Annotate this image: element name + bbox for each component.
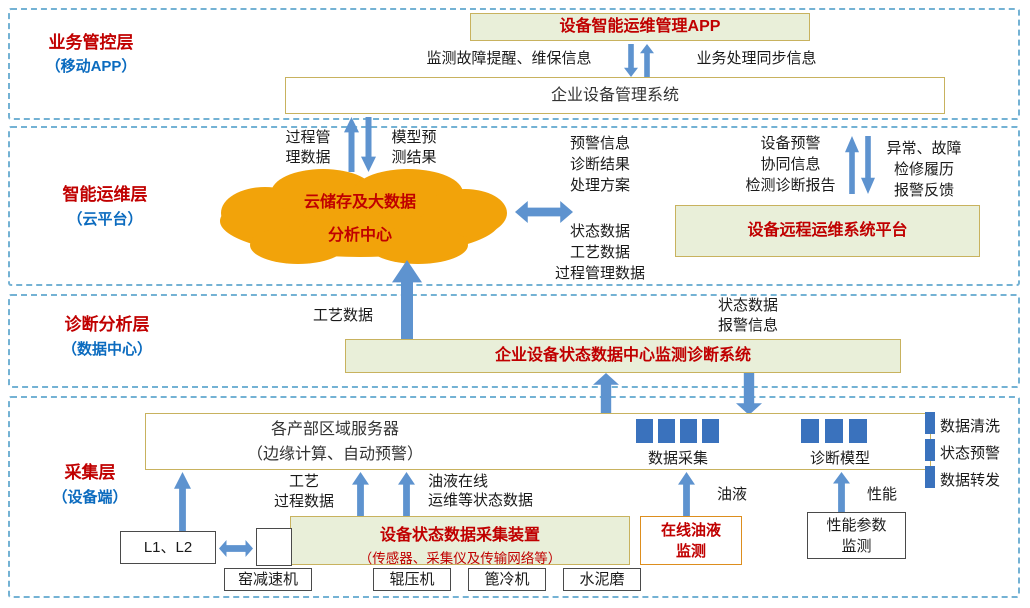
regional-server-box <box>145 413 931 470</box>
diag-model-module-square <box>825 419 843 443</box>
label-warning-info: 预警信息 <box>569 135 630 152</box>
label-alarm-feedback: 报警反馈 <box>893 182 954 199</box>
layer-intelligent-frame <box>8 126 1020 286</box>
label-craft-data: 工艺数据 <box>569 244 630 261</box>
label-perf: 性能 <box>866 486 897 503</box>
layer-intelligent-subtitle: （云平台） <box>67 211 143 228</box>
app-box: 设备智能运维管理APP <box>470 13 810 41</box>
machine-roller-press-box: 辊压机 <box>373 568 451 591</box>
label-status-alarm: 状态数据 报警信息 <box>717 297 778 334</box>
label-process-mgmt-data2: 过程管理数据 <box>554 265 645 282</box>
label-monitor-fault-info: 监测故障提醒、维保信息 <box>426 50 592 67</box>
remote-platform-box: 设备远程运维系统平台 <box>675 205 980 257</box>
label-group-mid-top: 预警信息 诊断结果 处理方案 <box>540 133 660 196</box>
label-group-platform-left: 设备预警 协同信息 检测诊断报告 <box>728 133 853 196</box>
label-abnormal-fault: 异常、故障 <box>886 140 962 157</box>
label-handle-plan: 处理方案 <box>569 177 630 194</box>
label-status-data: 状态数据 <box>569 223 630 240</box>
label-repair-history: 检修履历 <box>893 161 954 178</box>
label-detect-report: 检测诊断报告 <box>745 177 836 194</box>
label-craft-data-up: 工艺数据 <box>312 307 373 324</box>
machine-grate-cooler-box: 篦冷机 <box>468 568 546 591</box>
label-diag-model: 诊断模型 <box>809 450 870 467</box>
layer-diagnosis-title: 诊断分析层 <box>64 315 150 334</box>
data-collect-module-square <box>680 419 697 443</box>
label-craft-process-data: 工艺 过程数据 <box>273 473 334 510</box>
machine-kiln-reducer-box: 窑减速机 <box>224 568 312 591</box>
cloud-label: 云储存及大数据 分析中心 <box>303 194 416 244</box>
label-model-predict-result: 模型预 测结果 <box>391 129 437 166</box>
legend-status-warn: 状态预警 <box>940 445 1001 462</box>
legend-bar <box>925 412 935 434</box>
legend-data-forward: 数据转发 <box>940 472 1001 489</box>
label-diag-result: 诊断结果 <box>569 156 630 173</box>
label-data-collect: 数据采集 <box>647 450 708 467</box>
collector-title: 设备状态数据采集装置 <box>379 527 540 544</box>
interface-box <box>256 528 292 566</box>
layer-intelligent-title: 智能运维层 <box>62 185 148 204</box>
legend-data-clean: 数据清洗 <box>940 418 1001 435</box>
legend-bar <box>925 466 935 488</box>
ems-box: 企业设备管理系统 <box>285 77 945 114</box>
cloud-shape <box>220 169 507 264</box>
label-process-mgmt-data: 过程管 理数据 <box>285 129 331 166</box>
label-group-mid-bottom: 状态数据 工艺数据 过程管理数据 <box>535 221 665 284</box>
label-device-warning: 设备预警 <box>760 135 821 152</box>
layer-diagnosis-frame <box>8 294 1020 388</box>
data-collect-module-square <box>702 419 719 443</box>
perf-param-monitor-box: 性能参数 监测 <box>807 512 906 559</box>
legend-bar <box>925 439 935 461</box>
data-collect-module-square <box>658 419 675 443</box>
label-business-sync-info: 业务处理同步信息 <box>696 50 817 67</box>
layer-business-frame <box>8 8 1020 120</box>
layer-collection-frame <box>8 396 1020 598</box>
data-collect-module-square <box>636 419 653 443</box>
machine-cement-mill-box: 水泥磨 <box>563 568 641 591</box>
diag-model-module-square <box>801 419 819 443</box>
label-oil: 油液 <box>716 486 747 503</box>
layer-collection-title: 采集层 <box>64 463 116 482</box>
online-oil-monitor-box: 在线油液 监测 <box>640 516 742 565</box>
collector-subtitle: （传感器、采集仪及传输网络等） <box>358 551 562 566</box>
layer-collection-subtitle: （设备端） <box>52 489 128 506</box>
label-group-platform-right: 异常、故障 检修履历 报警反馈 <box>872 138 976 201</box>
l1l2-box: L1、L2 <box>120 531 216 564</box>
regional-server-label: 各产部区域服务器 （边缘计算、自动预警） <box>246 421 423 463</box>
diagnosis-system-box: 企业设备状态数据中心监测诊断系统 <box>345 339 901 373</box>
label-oil-online-status: 油液在线 运维等状态数据 <box>428 473 534 509</box>
layer-business-subtitle: （移动APP） <box>45 58 137 75</box>
diag-model-module-square <box>849 419 867 443</box>
label-collab-info: 协同信息 <box>760 156 821 173</box>
collector-box: 设备状态数据采集装置 （传感器、采集仪及传输网络等） <box>290 516 630 566</box>
layer-business-title: 业务管控层 <box>48 33 134 52</box>
layer-diagnosis-subtitle: （数据中心） <box>61 341 152 358</box>
